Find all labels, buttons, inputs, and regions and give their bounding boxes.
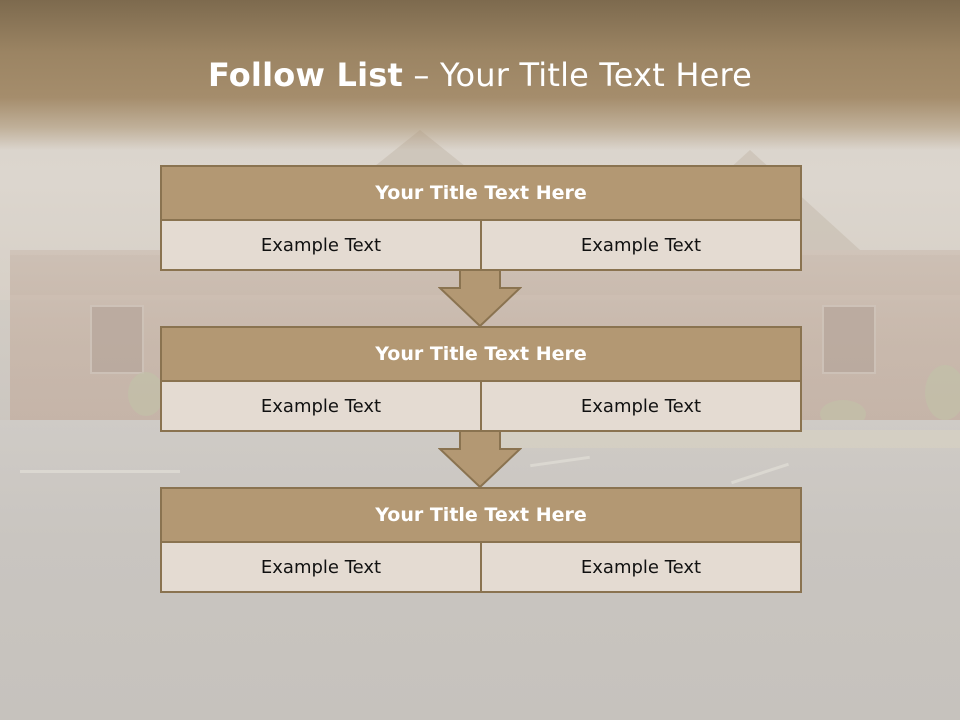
background-window [822,305,876,374]
list-block-title[interactable]: Your Title Text Here [160,165,802,221]
list-block-row: Example Text Example Text [160,382,802,432]
list-block[interactable]: Your Title Text Here Example Text Exampl… [160,487,802,593]
list-block-cell-left[interactable]: Example Text [160,382,482,432]
background-shrub [925,365,960,420]
list-block-cell-left[interactable]: Example Text [160,221,482,271]
list-block-cell-right[interactable]: Example Text [482,543,802,593]
list-block[interactable]: Your Title Text Here Example Text Exampl… [160,326,802,432]
list-block-title[interactable]: Your Title Text Here [160,487,802,543]
slide-title: Follow List – Your Title Text Here [0,52,960,98]
list-block-row: Example Text Example Text [160,543,802,593]
background-shrub [128,372,164,416]
list-block-cell-right[interactable]: Example Text [482,221,802,271]
slide-title-bold: Follow List [207,56,404,94]
list-block-title[interactable]: Your Title Text Here [160,326,802,382]
title-band [0,0,960,150]
list-block-cell-right[interactable]: Example Text [482,382,802,432]
down-arrow-icon [438,431,522,489]
background-window [90,305,144,374]
background-curb [500,430,960,448]
list-block-row: Example Text Example Text [160,221,802,271]
background-parking-line [20,470,180,473]
slide-title-rest: – Your Title Text Here [403,56,753,94]
down-arrow-icon [438,270,522,328]
list-block-cell-left[interactable]: Example Text [160,543,482,593]
list-block[interactable]: Your Title Text Here Example Text Exampl… [160,165,802,271]
